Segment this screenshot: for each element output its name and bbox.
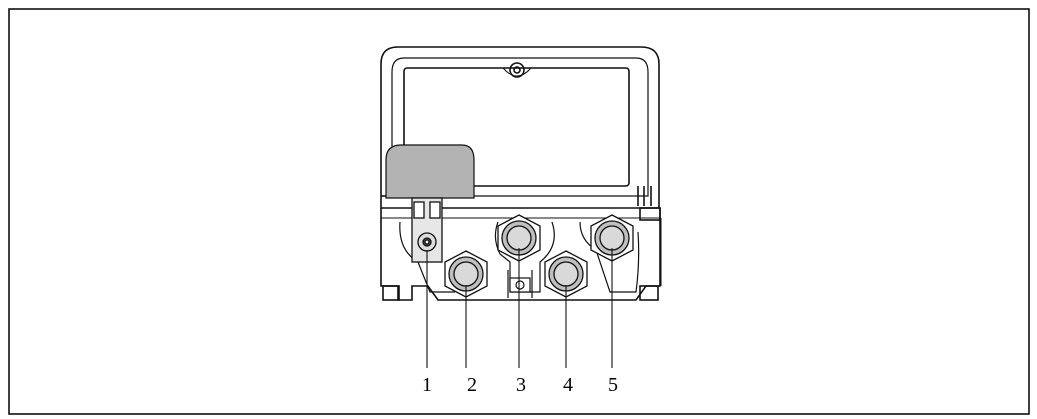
callout-label-4: 4 xyxy=(563,374,573,396)
cable-gland-4 xyxy=(544,250,588,298)
callout-label-5: 5 xyxy=(608,374,618,396)
callout-label-3: 3 xyxy=(516,374,526,396)
leader-lines xyxy=(426,248,613,368)
cable-gland-5 xyxy=(590,214,634,262)
ground-terminal xyxy=(507,270,533,298)
connector-cover xyxy=(385,144,475,199)
figure-frame xyxy=(8,8,1030,415)
callout-label-2: 2 xyxy=(467,374,477,396)
cable-gland-2 xyxy=(444,250,488,298)
callout-label-1: 1 xyxy=(422,374,432,396)
cable-gland-3 xyxy=(497,214,541,262)
